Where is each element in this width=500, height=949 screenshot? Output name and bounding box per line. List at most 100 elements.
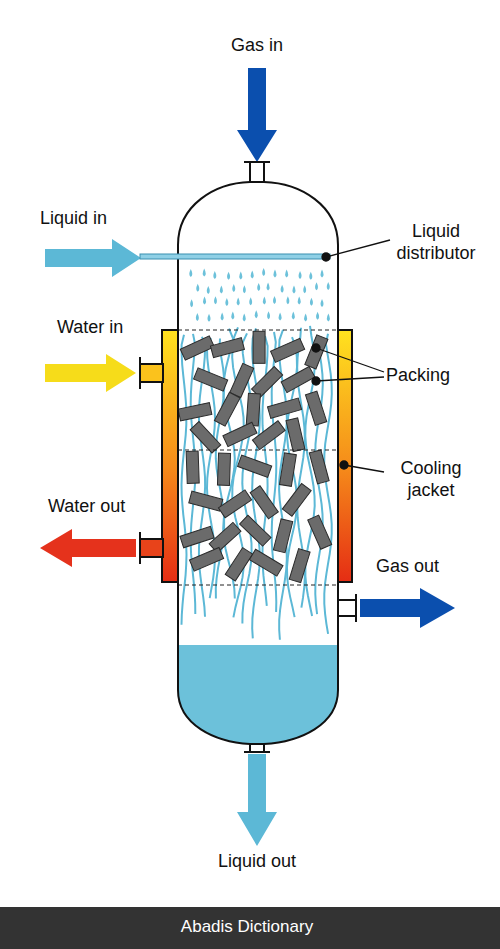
packing-ring — [230, 363, 254, 397]
packing-ring — [246, 393, 260, 426]
liquid-drops — [189, 268, 330, 322]
packing-ring — [218, 490, 251, 518]
packing-ring — [225, 548, 252, 581]
packing-ring — [249, 549, 283, 576]
liquid-drop — [189, 269, 192, 277]
liquid-drop — [292, 312, 295, 320]
liquid-drop — [237, 297, 240, 305]
water-in-nozzle — [140, 364, 163, 382]
liquid-drop — [273, 269, 276, 277]
gas-in-arrow — [237, 68, 277, 162]
liquid-drop — [310, 298, 313, 306]
water-in-arrow — [45, 354, 136, 392]
packing-ring — [305, 335, 328, 369]
packing-ring — [289, 549, 310, 583]
bottom-nozzle — [244, 744, 270, 752]
packing-ring — [214, 392, 240, 426]
liquid-distributor-pipe — [140, 254, 330, 259]
liquid-drop — [309, 272, 312, 280]
packing-elements — [178, 331, 332, 582]
liquid-drop — [213, 271, 216, 279]
gas-out-arrow — [360, 588, 455, 628]
liquid-drop — [304, 314, 307, 322]
packing-ring — [238, 455, 272, 477]
packing-ring — [273, 519, 292, 553]
liquid-in-arrow — [45, 239, 141, 277]
water-out-flange — [139, 532, 141, 564]
liquid-drop — [267, 283, 270, 291]
packing-ring — [253, 331, 265, 363]
packing-ring — [309, 450, 329, 484]
packing-ring — [281, 367, 315, 393]
liquid-streams — [182, 326, 332, 640]
top-nozzle — [244, 162, 270, 182]
liquid-drop — [299, 271, 302, 279]
liquid-drop — [262, 268, 265, 276]
liquid-drop — [327, 314, 330, 322]
flow-label: Liquid in — [40, 207, 150, 229]
packing-ring — [271, 338, 305, 362]
section-lines — [178, 330, 338, 585]
liquid-stream — [182, 335, 187, 625]
watermark-text: Abadis Dictionary — [0, 916, 497, 938]
cooling-jacket-right — [338, 330, 352, 582]
packing-ring — [180, 336, 214, 360]
packing-ring — [217, 453, 230, 485]
liquid-drop — [316, 312, 319, 320]
liquid-drop — [321, 299, 324, 307]
gas-out-nozzle — [338, 594, 356, 622]
packing-ring — [189, 547, 223, 571]
water-out-nozzle — [140, 539, 163, 557]
packing-ring — [252, 366, 283, 397]
packing-ring — [178, 403, 212, 421]
packing-ring — [308, 515, 332, 549]
liquid-pool — [170, 645, 350, 755]
vessel-outline — [178, 182, 338, 744]
packing-ring — [286, 418, 305, 452]
liquid-out-arrow — [237, 754, 277, 846]
flow-label: Water in — [57, 316, 167, 338]
liquid-drop — [227, 272, 230, 280]
liquid-drop — [263, 297, 266, 305]
packing-ring — [223, 422, 257, 446]
part-label: Cooling jacket — [386, 457, 476, 501]
liquid-drop — [208, 314, 211, 322]
liquid-drop — [321, 269, 324, 277]
liquid-drop — [315, 282, 318, 290]
packing-ring — [250, 486, 278, 519]
liquid-drop — [207, 286, 210, 294]
packing-ring — [189, 491, 223, 511]
water-out-arrow — [40, 529, 136, 567]
packing-ring — [280, 453, 297, 486]
packing-ring — [282, 483, 311, 516]
liquid-drop — [203, 297, 206, 305]
flow-label: Water out — [48, 495, 158, 517]
liquid-drop — [243, 285, 246, 293]
liquid-drop — [220, 285, 223, 293]
leader-lines — [312, 240, 390, 472]
liquid-drop — [196, 313, 199, 321]
liquid-drop — [267, 311, 270, 319]
packing-ring — [267, 398, 301, 418]
liquid-drop — [221, 313, 224, 321]
flow-label: Liquid out — [197, 850, 317, 872]
liquid-drop — [196, 284, 199, 292]
liquid-drop — [286, 296, 289, 304]
packing-ring — [209, 522, 241, 552]
part-label: Packing — [386, 364, 486, 386]
liquid-drop — [190, 299, 193, 307]
packing-ring — [240, 515, 271, 546]
liquid-drop — [327, 282, 330, 290]
packing-ring — [194, 368, 228, 391]
water-in-flange — [139, 357, 141, 389]
liquid-stream — [324, 334, 332, 634]
flow-label: Gas out — [376, 555, 486, 577]
liquid-drop — [239, 271, 242, 279]
liquid-drop — [281, 285, 284, 293]
liquid-drop — [232, 284, 235, 292]
liquid-drop — [203, 269, 206, 277]
liquid-drop — [225, 298, 228, 306]
packing-ring — [180, 526, 214, 547]
flow-label: Gas in — [207, 34, 307, 56]
